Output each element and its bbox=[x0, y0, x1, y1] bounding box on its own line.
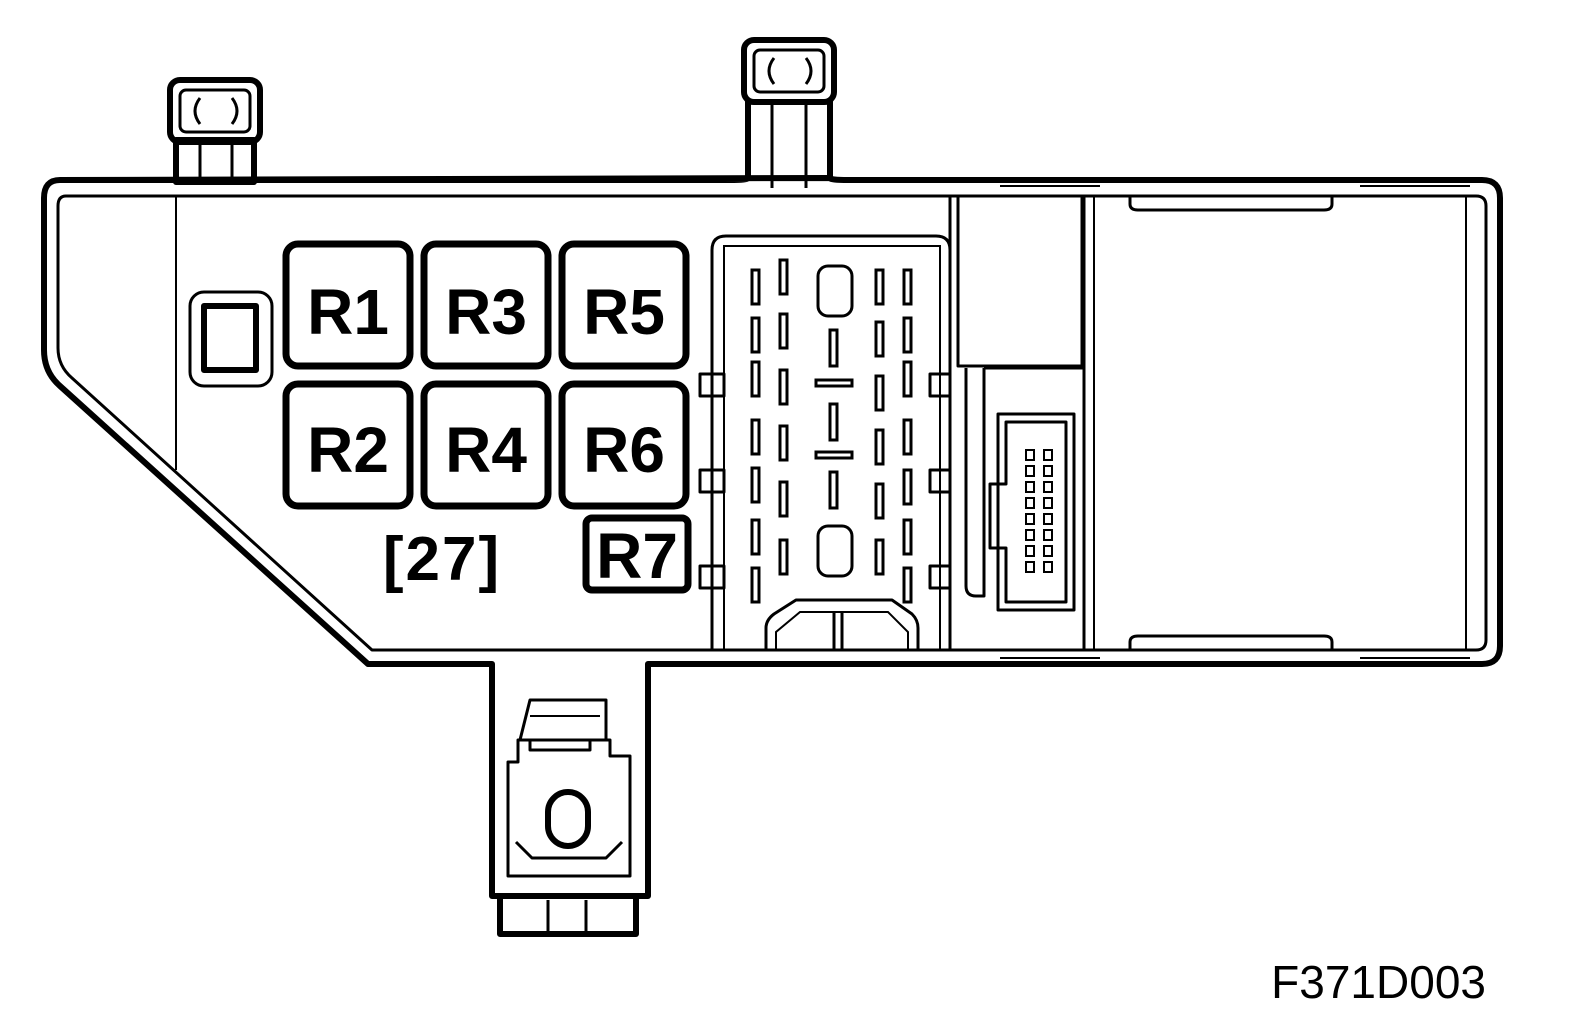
relay-r4-label: R4 bbox=[445, 414, 527, 486]
reference-label: [27] bbox=[383, 525, 501, 594]
relay-r3: R3 bbox=[420, 240, 552, 370]
relay-r4: R4 bbox=[420, 380, 552, 510]
small-connector bbox=[964, 368, 1076, 612]
square-plug bbox=[188, 290, 274, 388]
relay-r1: R1 bbox=[282, 240, 414, 370]
main-connector bbox=[698, 234, 952, 652]
relay-r5: R5 bbox=[558, 240, 690, 370]
mounting-clip-top bbox=[741, 37, 837, 188]
relay-r1-label: R1 bbox=[307, 276, 389, 348]
relay-r7-label: R7 bbox=[596, 520, 678, 592]
housing-outline bbox=[41, 175, 1503, 899]
figure-code: F371D003 bbox=[1271, 956, 1486, 1008]
relay-r3-label: R3 bbox=[445, 276, 527, 348]
mounting-clip-left bbox=[167, 77, 263, 185]
relay-r6: R6 bbox=[558, 380, 690, 510]
relay-r2: R2 bbox=[282, 380, 414, 510]
relay-r5-label: R5 bbox=[583, 276, 665, 348]
relay-r6-label: R6 bbox=[583, 414, 665, 486]
relay-r7: R7 bbox=[582, 514, 692, 594]
bottom-mounting-tab bbox=[497, 698, 639, 937]
relay-r2-label: R2 bbox=[307, 414, 389, 486]
